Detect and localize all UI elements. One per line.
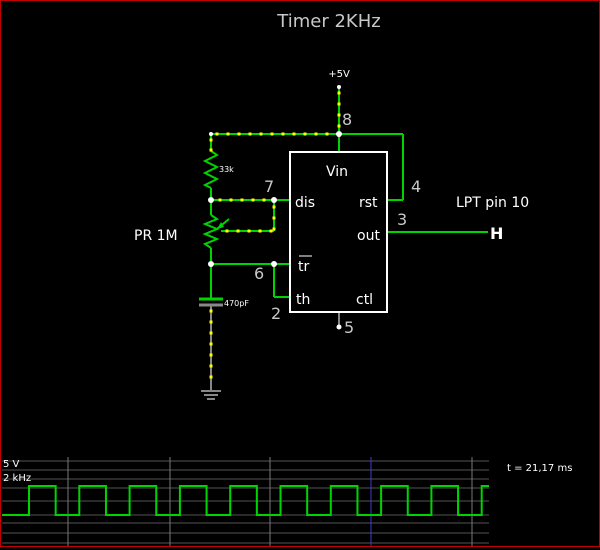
pin-label-out: out	[357, 228, 380, 244]
current-dot	[269, 229, 273, 233]
current-dot	[226, 132, 230, 136]
pin-label-vin: Vin	[326, 164, 348, 180]
pin-number-6: 6	[254, 264, 264, 283]
current-dot	[258, 229, 262, 233]
current-dot	[337, 102, 341, 106]
current-dot	[303, 132, 307, 136]
timer-chip[interactable]	[289, 151, 388, 313]
output-state: H	[490, 224, 503, 243]
current-dot	[209, 331, 213, 335]
supply-label: +5V	[328, 69, 350, 80]
resistor-33k[interactable]	[202, 150, 220, 189]
current-dot	[209, 353, 213, 357]
current-dot	[337, 124, 341, 128]
output-label: LPT pin 10	[456, 195, 529, 211]
capacitor-label: 470pF	[224, 299, 249, 308]
current-dot	[225, 229, 229, 233]
current-dot	[209, 320, 213, 324]
current-dot	[262, 198, 266, 202]
current-dot	[272, 227, 276, 231]
current-dot	[337, 91, 341, 95]
current-dot	[248, 132, 252, 136]
pin-label-rst: rst	[359, 195, 378, 211]
current-dot	[209, 364, 213, 368]
current-dot	[272, 216, 276, 220]
scope-waveform	[2, 485, 489, 516]
ground-icon	[201, 390, 221, 400]
current-dot	[209, 342, 213, 346]
resistor-33k-label: 33k	[219, 165, 234, 174]
scope-frequency-label: 2 kHz	[3, 473, 32, 484]
current-dot	[209, 309, 213, 313]
current-dot	[270, 132, 274, 136]
pin-number-2: 2	[271, 304, 281, 323]
current-dot	[240, 198, 244, 202]
potentiometer-label: PR 1M	[134, 228, 178, 244]
pin-label-th: th	[296, 292, 310, 308]
current-dot	[209, 375, 213, 379]
junction-dots	[208, 85, 342, 330]
circuit-canvas[interactable]: Timer 2KHz +5V 33k PR 1M 470pF	[1, 1, 600, 457]
pin-label-tr: tr	[298, 259, 309, 275]
current-dot	[337, 113, 341, 117]
pin-number-3: 3	[397, 210, 407, 229]
current-dot	[314, 132, 318, 136]
circuit-title: Timer 2KHz	[276, 11, 380, 32]
pin-number-4: 4	[411, 177, 421, 196]
current-dot	[292, 132, 296, 136]
current-dot	[259, 132, 263, 136]
oscilloscope-display[interactable]	[2, 457, 599, 546]
oscilloscope-panel[interactable]: 5 V 2 kHz t = 21,17 ms	[2, 457, 599, 546]
current-dots	[209, 91, 341, 379]
pin-label-dis: dis	[295, 195, 315, 211]
pin-label-ctl: ctl	[356, 292, 373, 308]
current-dot	[218, 198, 222, 202]
current-dot	[281, 132, 285, 136]
scope-time-label: t = 21,17 ms	[507, 463, 573, 474]
current-dot	[236, 229, 240, 233]
current-dot	[215, 132, 219, 136]
scope-voltage-label: 5 V	[3, 459, 20, 470]
current-dot	[209, 148, 213, 152]
current-dot	[325, 132, 329, 136]
current-dot	[251, 198, 255, 202]
pin-number-7: 7	[264, 177, 274, 196]
current-dot	[247, 229, 251, 233]
pin-number-8: 8	[342, 110, 352, 129]
current-dot	[237, 132, 241, 136]
potentiometer-arrow	[217, 222, 224, 229]
pin-number-5: 5	[344, 318, 354, 337]
current-dot	[209, 138, 213, 142]
current-dot	[272, 205, 276, 209]
current-dot	[229, 198, 233, 202]
potentiometer-1m[interactable]	[202, 214, 220, 249]
